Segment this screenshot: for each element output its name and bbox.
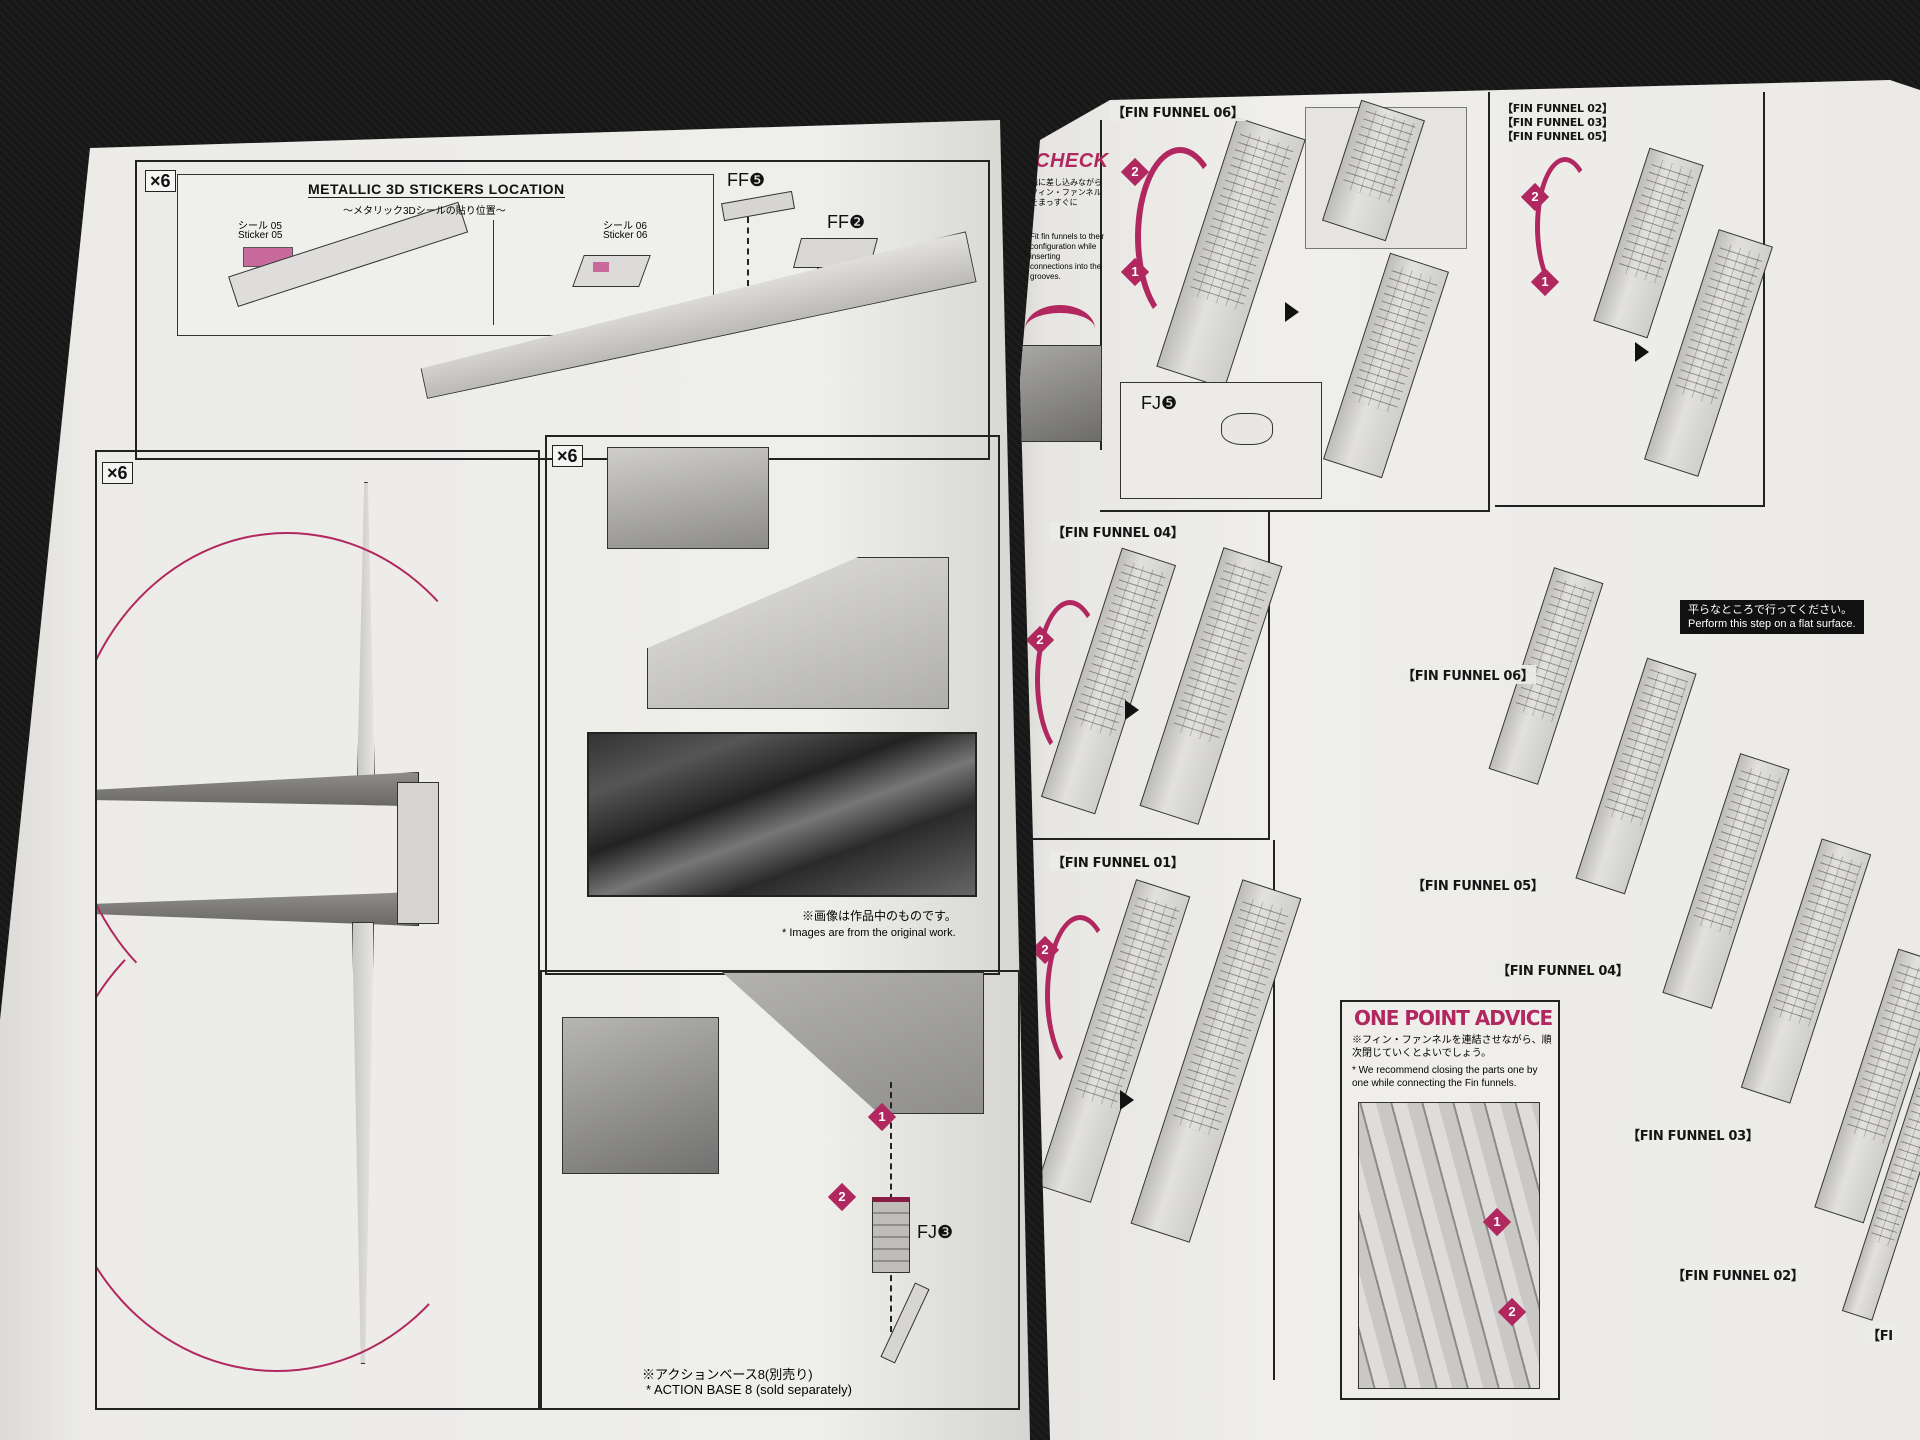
rotate-arrow xyxy=(1035,600,1105,760)
advice-title: ONE POINT ADVICE xyxy=(1354,1006,1553,1030)
advice-text-en: * We recommend closing the parts one by … xyxy=(1352,1065,1538,1089)
check-box: CHECK 溝に差し込みながらフィン・ファンネルをまっすぐに Fit fin f… xyxy=(1020,120,1108,450)
assembly-label-01: 【FI xyxy=(1865,1325,1895,1344)
check-title: CHECK xyxy=(1035,150,1109,172)
fin-funnel-06-label: 【FIN FUNNEL 06】 xyxy=(1110,102,1246,121)
quantity-badge: ×6 xyxy=(145,170,176,192)
assembly-funnel-03 xyxy=(1740,838,1872,1104)
fin-funnel-02-label: 【FIN FUNNEL 02】 xyxy=(1500,102,1615,115)
open-fin-assembly xyxy=(647,557,949,709)
part-label-ff5: FF❺ xyxy=(727,170,766,190)
sticker-box-subtitle: 〜メタリック3Dシールの貼り位置〜 xyxy=(343,206,506,217)
check-curved-arrow xyxy=(1025,305,1095,353)
step-1-marker: 1 xyxy=(1530,267,1560,297)
assembly-guide-line xyxy=(747,217,749,307)
part-label-fj3: FJ❸ xyxy=(917,1222,954,1242)
fj3-joint xyxy=(872,1197,910,1273)
fin-funnel-assembly-panel: 平らなところで行ってください。 Perform this step on a f… xyxy=(1280,510,1920,1410)
fin-funnel-02-03-05-panel: 【FIN FUNNEL 02】 【FIN FUNNEL 03】 【FIN FUN… xyxy=(1495,92,1773,507)
fin-funnel-04-label: 【FIN FUNNEL 04】 xyxy=(1050,522,1186,541)
sticker-panel: ×6 METALLIC 3D STICKERS LOCATION 〜メタリック3… xyxy=(135,160,990,460)
fin-funnel-01-panel: 【FIN FUNNEL 01】 2 xyxy=(1030,840,1302,1380)
check-part-image xyxy=(1020,345,1102,442)
photo-note-en: * Images are from the original work. xyxy=(782,927,956,939)
right-page: CHECK 溝に差し込みながらフィン・ファンネルをまっすぐに Fit fin f… xyxy=(1020,80,1920,1440)
unfold-panel: ×6 xyxy=(95,450,540,1410)
step-2-marker: 2 xyxy=(1120,157,1150,187)
quantity-badge: ×6 xyxy=(102,462,133,484)
assembly-funnel-04 xyxy=(1662,753,1790,1009)
fin-funnel-01-label: 【FIN FUNNEL 01】 xyxy=(1050,852,1186,871)
step-1-marker: 1 xyxy=(1120,257,1150,287)
fin-funnel-03-label: 【FIN FUNNEL 03】 xyxy=(1500,116,1615,129)
sticker-a-label-jp: シール 05 xyxy=(238,221,282,232)
action-base-arm xyxy=(880,1282,930,1364)
base-note-en: * ACTION BASE 8 (sold separately) xyxy=(646,1382,852,1397)
assembly-label-04: 【FIN FUNNEL 04】 xyxy=(1495,960,1631,979)
open-step-panel: ×6 ※画像は作品中のものです。 * Images are from the o… xyxy=(545,435,1000,975)
sticker-location-box: METALLIC 3D STICKERS LOCATION 〜メタリック3Dシー… xyxy=(177,174,714,336)
fin-funnel-04-panel: 【FIN FUNNEL 04】 2 xyxy=(1020,510,1283,840)
assembly-label-03: 【FIN FUNNEL 03】 xyxy=(1625,1125,1761,1144)
assembly-funnel-05 xyxy=(1575,657,1697,895)
part-label-ff2: FF❷ xyxy=(827,212,866,232)
flat-note-en: Perform this step on a flat surface. xyxy=(1688,618,1856,630)
next-step-triangle xyxy=(1125,700,1139,720)
check-text-en: Fit fin funnels to their configuration w… xyxy=(1030,232,1105,281)
step-2-marker: 2 xyxy=(1497,1297,1527,1327)
base-note-jp: ※アクションベース8(別売り) xyxy=(642,1367,813,1382)
detail-inset xyxy=(607,447,769,549)
rotate-arrow-upper xyxy=(97,532,507,1032)
detail-inset xyxy=(562,1017,719,1174)
fin-funnel-small xyxy=(1593,147,1704,339)
advice-text-jp: ※フィン・ファンネルを連結させながら、順次閉じていくとよいでしょう。 xyxy=(1352,1035,1552,1059)
fin-funnel-05-label: 【FIN FUNNEL 05】 xyxy=(1500,130,1615,143)
step-2-marker: 2 xyxy=(1520,182,1550,212)
flat-note-jp: 平らなところで行ってください。 xyxy=(1688,604,1853,616)
fin-funnel-06-folded xyxy=(1322,252,1450,479)
next-step-triangle xyxy=(1635,342,1649,362)
part-label-fj5: FJ❺ xyxy=(1141,393,1178,413)
rotate-arrow xyxy=(1045,915,1115,1075)
next-step-triangle xyxy=(1120,1090,1134,1110)
assembly-label-06: 【FIN FUNNEL 06】 xyxy=(1400,665,1536,684)
action-base-panel: 1 2 FJ❸ ※アクションベース8(別売り) * ACTION BASE 8 … xyxy=(540,970,1020,1410)
advice-image xyxy=(1358,1102,1540,1389)
check-text-jp: 溝に差し込みながらフィン・ファンネルをまっすぐに xyxy=(1030,178,1102,207)
small-bracket-part xyxy=(572,255,651,287)
anime-screenshot xyxy=(587,732,977,897)
sticker-b-shape xyxy=(593,262,609,272)
assembly-label-05: 【FIN FUNNEL 05】 xyxy=(1410,875,1546,894)
rotate-arrow-lower xyxy=(97,892,497,1372)
assembly-label-02: 【FIN FUNNEL 02】 xyxy=(1670,1265,1806,1284)
divider-line xyxy=(493,220,494,325)
step-2-marker: 2 xyxy=(827,1182,857,1212)
step-1-marker: 1 xyxy=(1482,1207,1512,1237)
rotate-arrow xyxy=(1135,147,1225,327)
sticker-box-title: METALLIC 3D STICKERS LOCATION xyxy=(308,181,565,198)
fj5-inset: FJ❺ xyxy=(1120,382,1322,499)
sticker-a-label-en: Sticker 05 xyxy=(238,230,283,241)
fin-base-assembly xyxy=(722,972,984,1114)
fin-funnel-06-panel: 【FIN FUNNEL 06】 2 1 FJ❺ xyxy=(1100,92,1490,512)
flat-surface-note: 平らなところで行ってください。 Perform this step on a f… xyxy=(1680,600,1864,634)
quantity-badge: ×6 xyxy=(552,445,583,467)
left-page: ×6 METALLIC 3D STICKERS LOCATION 〜メタリック3… xyxy=(0,120,1030,1440)
fj5-part xyxy=(1221,413,1273,445)
rotate-arrow xyxy=(1535,157,1595,297)
step-1-marker: 1 xyxy=(867,1102,897,1132)
one-point-advice-box: ONE POINT ADVICE ※フィン・ファンネルを連結させながら、順次閉じ… xyxy=(1340,1000,1560,1400)
next-step-triangle xyxy=(1285,302,1299,322)
ff5-part xyxy=(720,190,796,222)
sticker-b-label-jp: シール 06 xyxy=(603,221,647,232)
step-2-marker: 2 xyxy=(1025,625,1055,655)
sticker-b-label-en: Sticker 06 xyxy=(603,230,648,241)
photo-note-jp: ※画像は作品中のものです。 xyxy=(802,909,957,923)
